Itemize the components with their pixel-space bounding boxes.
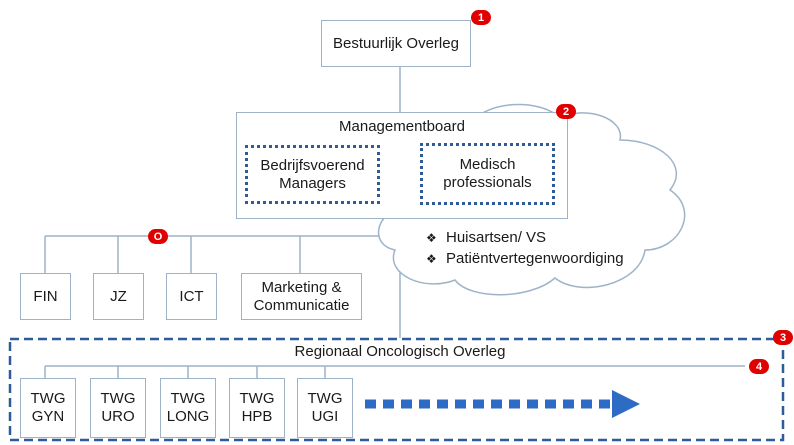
- regionaal-overleg-title: Regionaal Oncologisch Overleg: [294, 343, 506, 360]
- bedrijfsvoerend-managers-box: Bedrijfsvoerend Managers: [245, 145, 380, 204]
- cloud-bullet-patientvertegenwoordiging: ❖Patiëntvertegenwoordiging: [426, 250, 624, 267]
- badge-2: 2: [556, 104, 576, 119]
- managers-label: Bedrijfsvoerend Managers: [260, 156, 365, 192]
- bestuurlijk-overleg-label: Bestuurlijk Overleg: [333, 34, 459, 52]
- unit-ict: ICT: [166, 273, 217, 320]
- unit-jz: JZ: [93, 273, 144, 320]
- cloud-bullet-huisartsen: ❖Huisartsen/ VS: [426, 229, 547, 246]
- badge-1: 1: [471, 10, 491, 25]
- unit-marketing: Marketing & Communicatie: [241, 273, 362, 320]
- badge-3: 3: [773, 330, 793, 345]
- medisch-professionals-box: Medisch professionals: [420, 143, 555, 205]
- professionals-label: Medisch professionals: [443, 156, 532, 191]
- diamond-bullet-icon: ❖: [426, 231, 437, 245]
- bestuurlijk-overleg-box: Bestuurlijk Overleg: [321, 20, 471, 67]
- badge-0: O: [148, 229, 168, 244]
- diamond-bullet-icon: ❖: [426, 252, 437, 266]
- unit-fin: FIN: [20, 273, 71, 320]
- managementboard-title: Managementboard: [339, 118, 465, 135]
- progress-arrow: [365, 390, 640, 418]
- badge-4: 4: [749, 359, 769, 374]
